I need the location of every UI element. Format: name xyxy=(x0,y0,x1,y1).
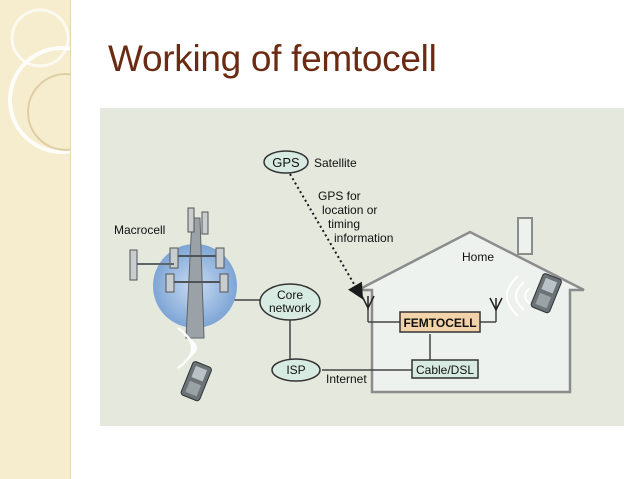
mobile-phone-icon xyxy=(180,361,212,402)
connection-lines xyxy=(232,299,497,371)
mobile-phone-icon xyxy=(530,273,562,314)
macrocell-label: Macrocell xyxy=(114,223,165,237)
femtocell-diagram: GPS Satellite GPS for location or timing… xyxy=(100,108,624,426)
antenna-icon xyxy=(361,295,375,310)
gps-info-line-4: information xyxy=(334,231,393,245)
isp-label: ISP xyxy=(286,363,305,377)
signal-waves-icon xyxy=(177,327,197,369)
isp-node xyxy=(271,358,321,382)
core-network-label-line-2: network xyxy=(269,301,312,315)
home-label: Home xyxy=(462,250,494,264)
gps-signal-path xyxy=(289,173,364,300)
decorative-circles xyxy=(8,8,70,154)
gps-info-line-1: GPS for xyxy=(318,189,361,203)
antenna-icon xyxy=(489,297,503,312)
femtocell-label: FEMTOCELL xyxy=(403,316,476,330)
internet-label: Internet xyxy=(326,372,367,386)
sidebar-decoration xyxy=(0,0,71,479)
gps-info-line-3: timing xyxy=(328,217,360,231)
macrocell-icon xyxy=(129,207,237,339)
gps-node xyxy=(263,150,309,174)
cable-dsl-label: Cable/DSL xyxy=(416,363,474,377)
satellite-label: Satellite xyxy=(314,156,357,170)
gps-label: GPS xyxy=(272,155,300,170)
signal-waves-icon xyxy=(506,275,531,317)
page-title: Working of femtocell xyxy=(108,38,437,79)
core-network-label-line-1: Core xyxy=(277,288,303,302)
femtocell-node xyxy=(399,311,481,333)
gps-info-line-2: location or xyxy=(322,203,377,217)
cable-dsl-node xyxy=(411,359,479,379)
core-network-node xyxy=(259,283,321,321)
